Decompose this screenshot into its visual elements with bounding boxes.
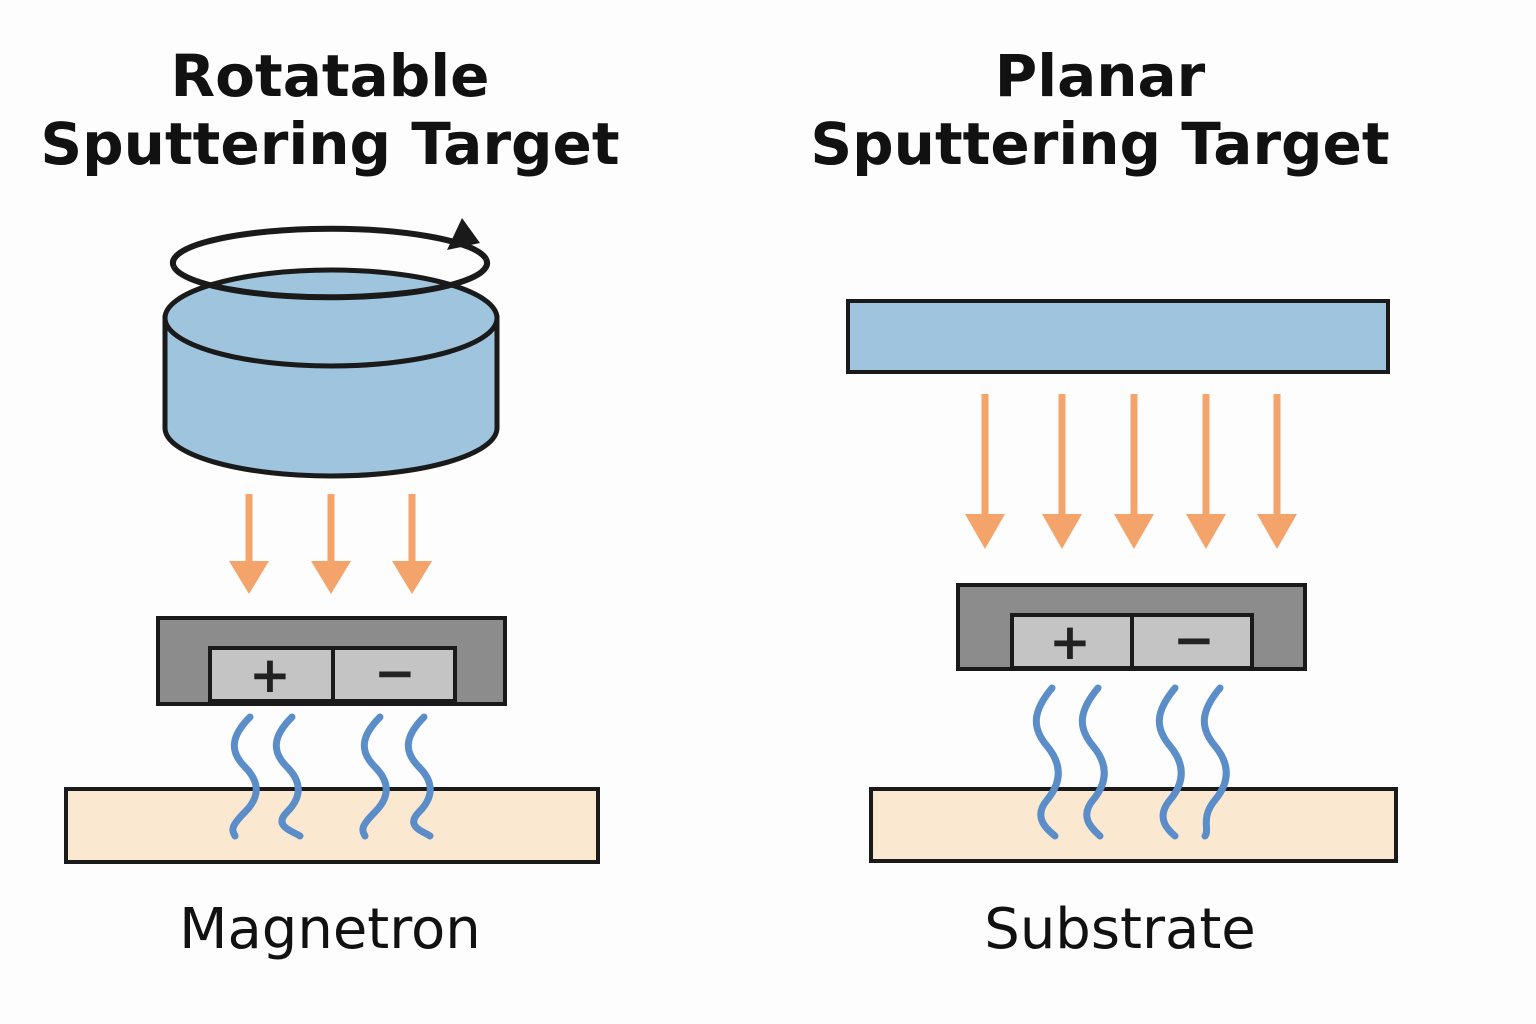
right-flux-arrows [965,394,1297,549]
right-substrate [869,787,1398,863]
left-plus-sign: + [249,646,291,704]
right-magnet-plus [1010,613,1134,670]
rotation-arrow-icon [169,225,489,269]
down-arrow-icon [1042,394,1082,549]
wave-line-icon [1078,684,1108,840]
right-magnet-minus [1130,613,1254,670]
rotation-ring-front [171,257,491,301]
left-field-waves [229,713,434,840]
down-arrow-icon [392,494,432,594]
rotatable-title-line2: Sputtering Target [40,110,620,178]
down-arrow-icon [1186,394,1226,549]
right-field-waves [1032,684,1230,840]
right-magnetron: + − [956,583,1307,671]
left-magnet-plus [208,646,335,703]
left-magnetron: + − [156,616,507,706]
wave-line-icon [359,713,390,840]
rotatable-title-line1: Rotatable [170,42,490,110]
rotatable-target [162,218,500,479]
down-arrow-icon [311,494,351,594]
magnetron-caption: Magnetron [179,897,481,962]
rotation-arrowhead [447,218,480,250]
down-arrow-icon [229,494,269,594]
down-arrow-icon [1257,394,1297,549]
substrate-caption: Substrate [984,897,1256,962]
wave-line-icon [229,713,260,840]
left-flux-arrows [229,494,432,594]
wave-line-icon [1032,684,1062,840]
wave-line-icon [1155,684,1185,840]
wave-line-icon [272,713,304,840]
planar-target-title: Planar Sputtering Target [800,42,1400,178]
wave-line-icon [1200,684,1230,840]
wave-line-icon [404,713,434,840]
right-minus-sign: − [1173,611,1215,669]
left-minus-sign: − [374,644,416,702]
down-arrow-icon [965,394,1005,549]
planar-target [846,299,1390,374]
down-arrow-icon [1114,394,1154,549]
planar-title-line2: Sputtering Target [810,110,1390,178]
planar-title-line1: Planar [994,42,1206,110]
left-substrate [64,787,600,864]
rotatable-target-title: Rotatable Sputtering Target [30,42,630,178]
left-magnet-minus [331,646,457,703]
right-plus-sign: + [1049,613,1091,671]
